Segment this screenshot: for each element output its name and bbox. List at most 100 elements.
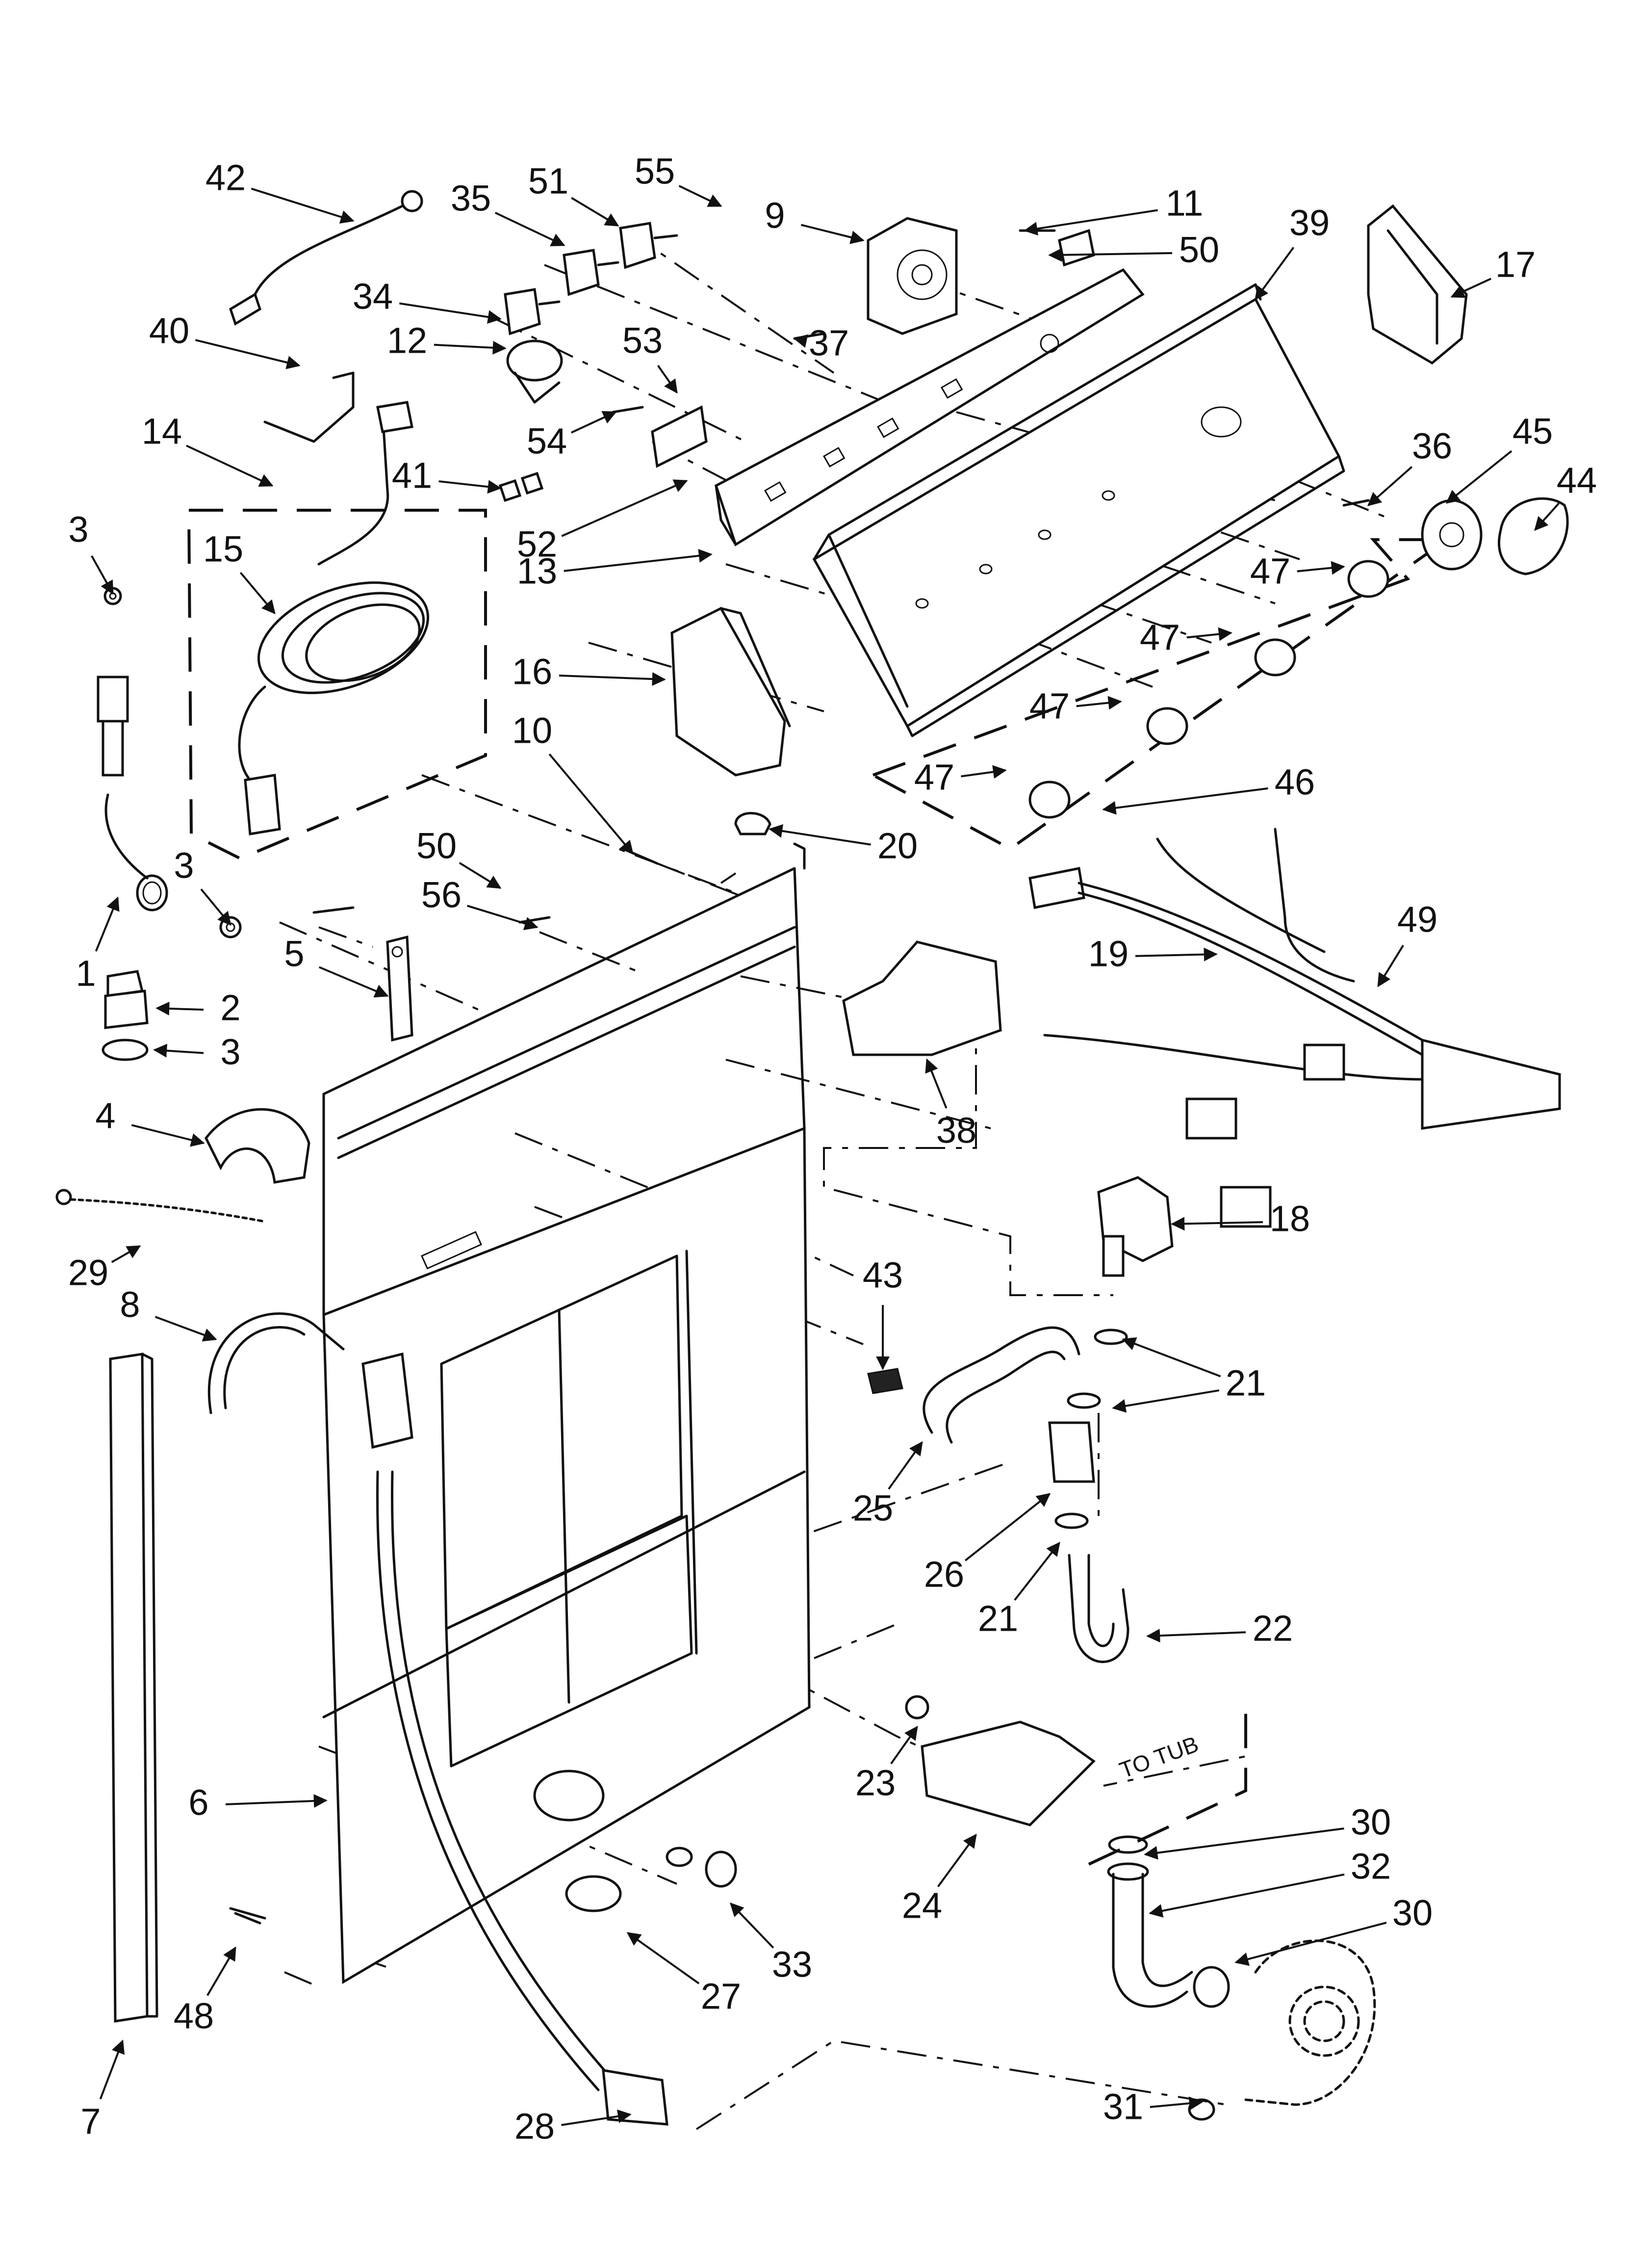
- callout-leader: [99, 2039, 125, 2100]
- callout-leader: [466, 905, 539, 930]
- callout-number: 44: [1557, 460, 1597, 501]
- callout-c6: 6: [188, 1782, 328, 1823]
- callout-leader: [438, 480, 502, 494]
- water-level-switch: [506, 339, 563, 404]
- callout-number: 1: [76, 953, 96, 994]
- callout-c55: 55: [635, 151, 722, 207]
- callout-c42: 42: [205, 157, 355, 224]
- callout-number: 54: [527, 421, 567, 462]
- clips-41: [498, 471, 544, 502]
- callout-c47b: 47: [1140, 617, 1232, 658]
- callout-leader: [1144, 1827, 1344, 1860]
- bracket-53: [651, 405, 708, 468]
- callout-c56: 56: [421, 875, 539, 930]
- callout-leader: [434, 340, 507, 355]
- callout-c33: 33: [730, 1902, 812, 1985]
- callout-leader: [195, 339, 301, 369]
- callout-number: 24: [902, 1885, 942, 1926]
- callout-number: 13: [517, 551, 557, 592]
- screw-48: [234, 1912, 261, 1925]
- bracket-40: [263, 371, 355, 443]
- callout-c30a: 30: [1144, 1802, 1391, 1860]
- callout-c22: 22: [1146, 1608, 1293, 1649]
- callout-leader: [154, 1316, 217, 1342]
- callout-number: 26: [924, 1554, 964, 1595]
- callout-leader: [155, 1001, 204, 1016]
- callout-c3b: 3: [174, 845, 231, 926]
- callout-leader: [548, 753, 634, 855]
- callout-c31: 31: [1103, 2086, 1203, 2127]
- callout-c49: 49: [1377, 899, 1437, 988]
- callout-number: 49: [1397, 899, 1437, 940]
- callout-c32: 32: [1149, 1846, 1391, 1918]
- callout-number: 30: [1351, 1802, 1391, 1843]
- callout-leader: [561, 479, 688, 537]
- callout-leader: [1234, 1922, 1387, 1966]
- callout-c4: 4: [95, 1095, 205, 1147]
- clip-11-50: [1058, 229, 1095, 267]
- callout-leader: [937, 1833, 977, 1887]
- callout-number: 35: [451, 178, 491, 219]
- callout-leader: [964, 1493, 1051, 1562]
- callout-c51: 51: [528, 161, 619, 227]
- callout-number: 2: [220, 988, 240, 1028]
- callout-number: 21: [1226, 1363, 1266, 1404]
- switch-35: [563, 249, 619, 296]
- clip-20: [734, 812, 771, 835]
- callout-leader: [571, 197, 619, 227]
- callout-number: 50: [416, 826, 457, 866]
- connector-43: [867, 1368, 903, 1394]
- callout-number: 14: [142, 411, 182, 452]
- callout-leader: [571, 411, 617, 434]
- callout-leader: [1122, 1337, 1221, 1378]
- callout-number: 47: [1250, 551, 1290, 592]
- callout-c52: 52: [517, 479, 688, 565]
- callout-c21c: 21: [978, 1541, 1060, 1639]
- callout-number: 22: [1253, 1608, 1293, 1649]
- callout-c11: 11: [1024, 183, 1203, 236]
- power-cord-group-box: [187, 509, 487, 860]
- hose-25: [923, 1326, 1080, 1444]
- callout-leader: [251, 187, 355, 224]
- sump-hose: [1107, 1835, 1193, 2008]
- callout-c20: 20: [769, 824, 918, 866]
- callout-number: 6: [188, 1782, 208, 1823]
- callout-number: 37: [809, 323, 849, 364]
- callout-leader: [200, 888, 231, 926]
- callout-c23: 23: [855, 1725, 918, 1803]
- callout-number: 23: [855, 1763, 896, 1803]
- side-trim: [109, 1353, 158, 2023]
- callout-leader: [800, 224, 865, 244]
- callout-leader: [561, 2109, 632, 2126]
- callout-leader: [399, 302, 502, 324]
- callout-leader: [678, 185, 722, 207]
- callout-leader: [1149, 1873, 1345, 1918]
- callout-leader: [1102, 787, 1268, 815]
- callout-c24: 24: [902, 1833, 977, 1926]
- callout-c47a: 47: [1250, 551, 1345, 592]
- callout-leader: [206, 1946, 236, 1996]
- callout-leader: [1445, 450, 1513, 504]
- hose-clamp-27: [565, 1875, 622, 1912]
- callout-leader: [890, 1725, 918, 1765]
- callout-number: 21: [1226, 1363, 1266, 1404]
- ground-wire: [229, 190, 423, 326]
- plug-33: [666, 1847, 737, 1888]
- knob-group-box: [869, 538, 1452, 851]
- callout-c46: 46: [1102, 762, 1315, 815]
- callout-c50b: 50: [416, 826, 502, 889]
- callout-number: 9: [765, 195, 785, 236]
- callout-leader: [888, 1441, 923, 1490]
- knob-45: [1421, 499, 1483, 571]
- timer: [867, 217, 958, 335]
- callout-c19: 19: [1088, 934, 1218, 974]
- bracket-38: [842, 940, 1002, 1056]
- callout-number: 30: [1392, 1893, 1433, 1933]
- callout-number: 15: [203, 529, 243, 570]
- callout-number: 55: [635, 151, 675, 192]
- callout-number: 34: [353, 276, 393, 317]
- valve-26: [1048, 1421, 1095, 1483]
- callout-c17: 17: [1450, 244, 1536, 298]
- callout-c39: 39: [1255, 203, 1330, 301]
